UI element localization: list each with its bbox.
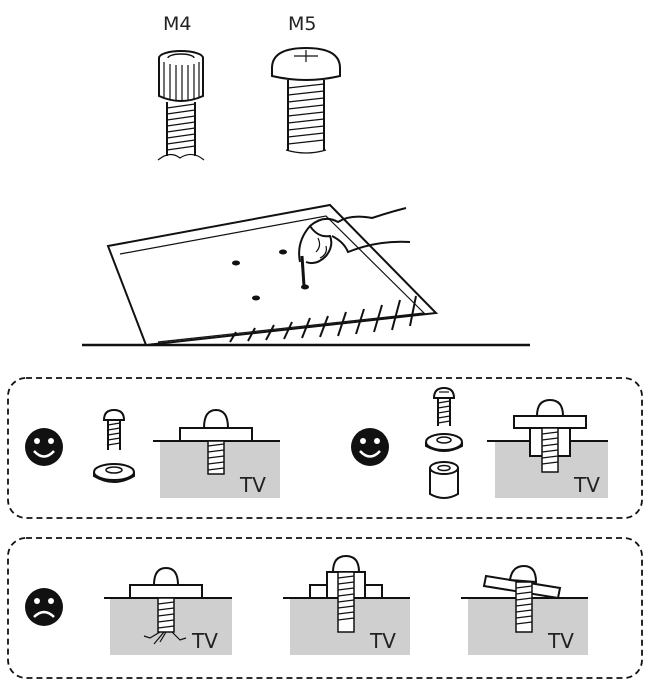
tv-back-illustration [82,203,530,347]
tv-mount-correct-1: TV [153,408,280,498]
sad-face-icon [25,588,63,626]
smiley-face-icon [351,428,389,466]
m5-label: M5 [288,13,316,35]
tv-mount-correct-2: TV [487,398,608,498]
tv-mount-wrong-3: TV [461,564,588,655]
tv-mount-wrong-1: TV [104,566,232,655]
tv-label: TV [573,473,600,497]
m4-screw-icon [157,50,205,161]
smiley-face-icon [25,428,63,466]
tv-label: TV [547,629,574,653]
m4-label: M4 [163,13,191,35]
m5-screw-icon [271,46,341,154]
tv-label: TV [191,629,218,653]
screw-with-washer-icon [93,408,135,483]
screw-washer-spacer-icon [425,386,463,499]
tv-label: TV [369,629,396,653]
tv-label: TV [239,473,266,497]
tv-mount-wrong-2: TV [283,554,410,655]
